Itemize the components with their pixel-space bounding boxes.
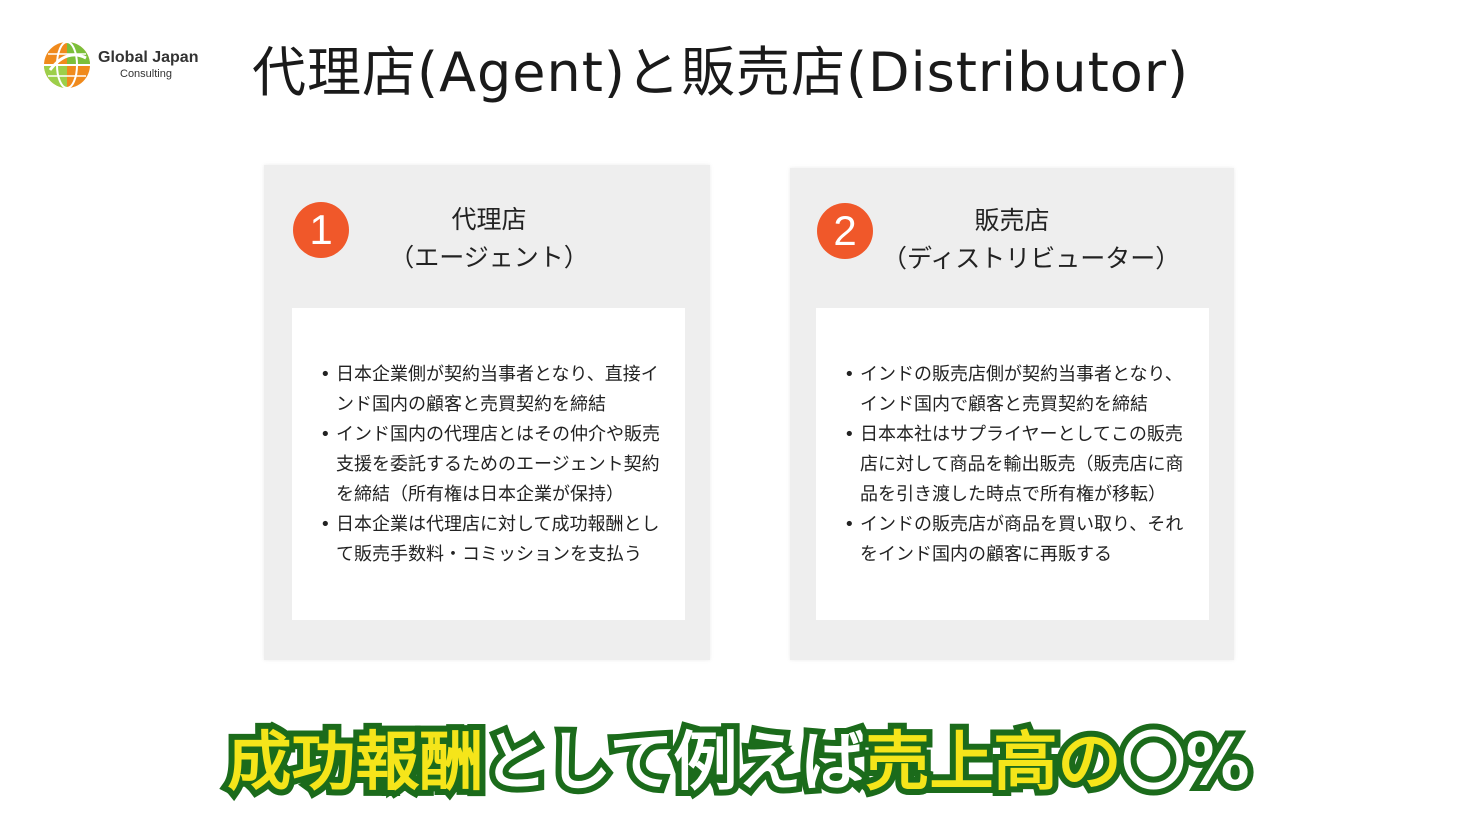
bullet-list: インドの販売店側が契約当事者となり、インド国内で顧客と売買契約を締結 日本本社は…	[842, 360, 1194, 570]
video-caption: 成功報酬として例えば売上高の〇%	[0, 718, 1477, 808]
bullet-item: 日本企業側が契約当事者となり、直接インド国内の顧客と売買契約を締結	[318, 360, 670, 420]
caption-segment: 売上高の	[859, 720, 1127, 806]
globe-logo-icon	[44, 41, 90, 89]
bullet-item: 日本企業は代理店に対して成功報酬として販売手数料・コミッションを支払う	[318, 510, 670, 570]
caption-segment: 〇%	[1115, 720, 1255, 806]
number-badge: 2	[817, 203, 873, 259]
bullet-item: インド国内の代理店とはその仲介や販売支援を委託するためのエージェント契約を締結（…	[318, 420, 670, 510]
caption-segment: 成功報酬	[221, 720, 489, 806]
company-logo: Global Japan Consulting	[42, 40, 212, 92]
caption-segment: として例えば	[477, 720, 871, 806]
bullet-item: インドの販売店側が契約当事者となり、インド国内で顧客と売買契約を締結	[842, 360, 1194, 420]
logo-subtitle: Consulting	[120, 68, 172, 80]
card-title-line1: 代理店	[451, 205, 527, 234]
bullet-list: 日本企業側が契約当事者となり、直接インド国内の顧客と売買契約を締結 インド国内の…	[318, 360, 670, 570]
card-title: 代理店 （エージェント）	[384, 201, 594, 277]
bullet-item: インドの販売店が商品を買い取り、それをインド国内の顧客に再販する	[842, 510, 1194, 570]
card-title-line2: （エージェント）	[389, 243, 589, 272]
page-title: 代理店(Agent)と販売店(Distributor)	[252, 41, 1190, 104]
card-title-line1: 販売店	[974, 206, 1050, 235]
card-content-box: インドの販売店側が契約当事者となり、インド国内で顧客と売買契約を締結 日本本社は…	[816, 308, 1209, 620]
agent-card: 1 代理店 （エージェント） 日本企業側が契約当事者となり、直接インド国内の顧客…	[264, 165, 710, 660]
bullet-item: 日本本社はサプライヤーとしてこの販売店に対して商品を輸出販売（販売店に商品を引き…	[842, 420, 1194, 510]
card-title: 販売店 （ディストリビューター）	[882, 202, 1181, 278]
number-badge: 1	[293, 202, 349, 258]
card-title-line2: （ディストリビューター）	[882, 244, 1181, 273]
logo-name: Global Japan	[98, 49, 199, 66]
distributor-card: 2 販売店 （ディストリビューター） インドの販売店側が契約当事者となり、インド…	[790, 168, 1234, 660]
card-content-box: 日本企業側が契約当事者となり、直接インド国内の顧客と売買契約を締結 インド国内の…	[292, 308, 685, 620]
